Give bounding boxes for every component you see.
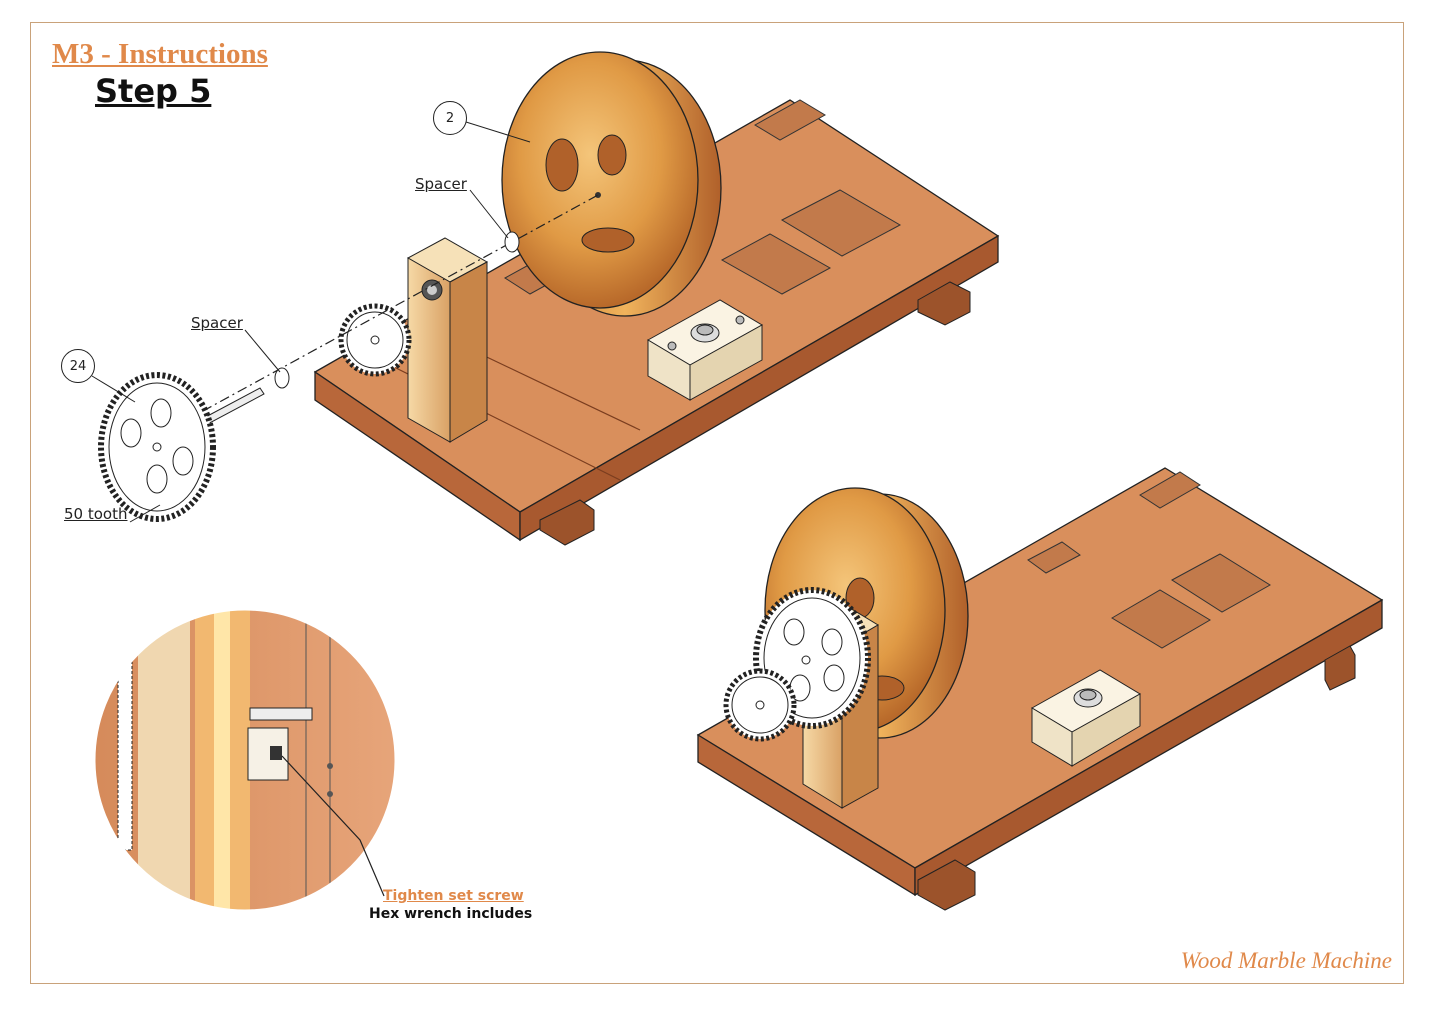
tighten-set-screw-label: Tighten set screw xyxy=(383,888,524,904)
spacer-label-top: Spacer xyxy=(415,175,467,193)
exploded-assembly xyxy=(91,51,1000,546)
assembled-view xyxy=(696,467,1384,911)
page-frame xyxy=(30,22,1404,984)
callout-gear: 24 xyxy=(61,349,95,383)
step-heading: Step 5 xyxy=(95,72,212,110)
gear-teeth-label: 50 tooth xyxy=(64,505,128,523)
page-title: M3 - Instructions xyxy=(52,38,268,70)
detail-zoom xyxy=(94,609,396,911)
spacer-label-left: Spacer xyxy=(191,314,243,332)
hex-wrench-label: Hex wrench includes xyxy=(369,906,533,922)
brand-footer: Wood Marble Machine xyxy=(1180,948,1392,973)
callout-wheel: 2 xyxy=(433,101,467,135)
